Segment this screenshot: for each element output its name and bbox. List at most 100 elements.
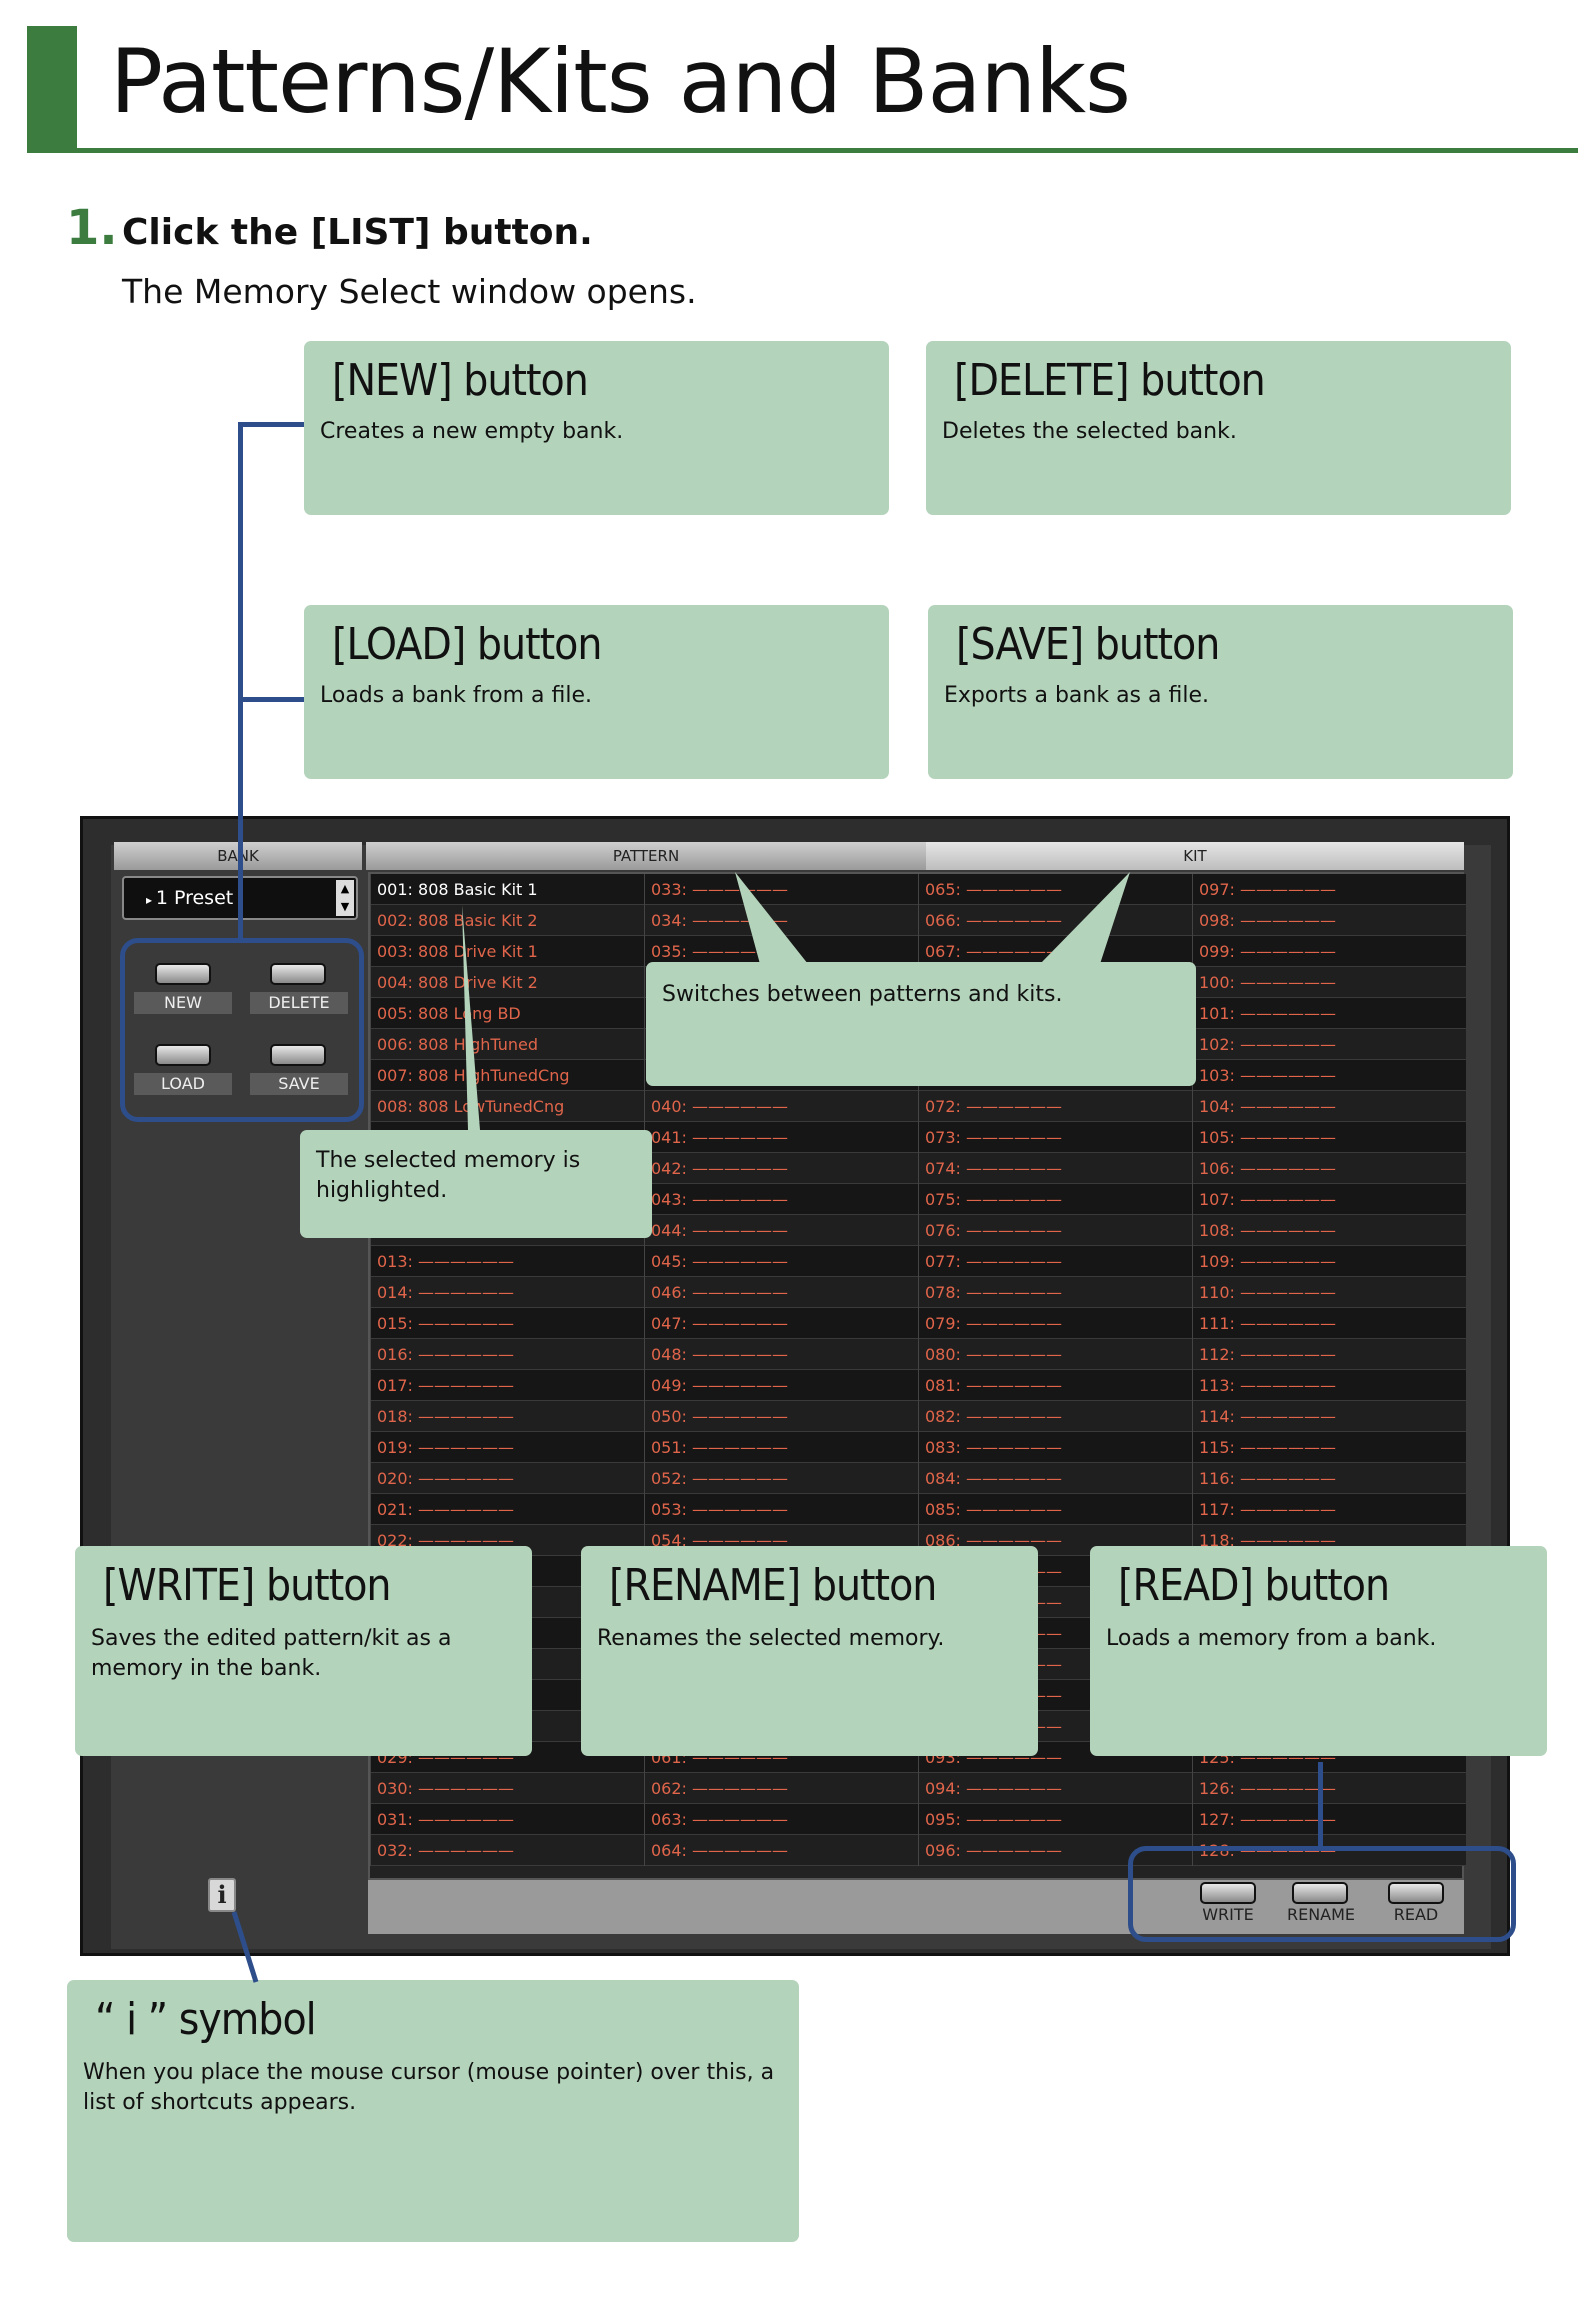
- bank-spinner[interactable]: ▲▼: [336, 880, 354, 916]
- memory-cell[interactable]: 035: ——————: [644, 936, 918, 967]
- memory-cell[interactable]: 045: ——————: [644, 1246, 918, 1277]
- memory-cell[interactable]: 082: ——————: [918, 1401, 1192, 1432]
- memory-cell[interactable]: 033: ——————: [644, 874, 918, 905]
- pattern-tab[interactable]: PATTERN: [366, 842, 926, 870]
- memory-cell[interactable]: 032: ——————: [370, 1835, 644, 1866]
- connector-line: [238, 697, 304, 702]
- memory-cell[interactable]: 111: ——————: [1192, 1308, 1466, 1339]
- memory-cell[interactable]: 080: ——————: [918, 1339, 1192, 1370]
- memory-cell[interactable]: 098: ——————: [1192, 905, 1466, 936]
- memory-cell[interactable]: 117: ——————: [1192, 1494, 1466, 1525]
- memory-cell[interactable]: 085: ——————: [918, 1494, 1192, 1525]
- memory-cell[interactable]: 052: ——————: [644, 1463, 918, 1494]
- memory-cell[interactable]: 017: ——————: [370, 1370, 644, 1401]
- memory-cell[interactable]: 020: ——————: [370, 1463, 644, 1494]
- memory-cell[interactable]: 114: ——————: [1192, 1401, 1466, 1432]
- memory-cell[interactable]: 030: ——————: [370, 1773, 644, 1804]
- callout-load: [LOAD] button Loads a bank from a file.: [304, 605, 889, 779]
- memory-cell[interactable]: 109: ——————: [1192, 1246, 1466, 1277]
- memory-cell[interactable]: 116: ——————: [1192, 1463, 1466, 1494]
- memory-cell[interactable]: 077: ——————: [918, 1246, 1192, 1277]
- memory-cell[interactable]: 013: ——————: [370, 1246, 644, 1277]
- memory-cell[interactable]: 048: ——————: [644, 1339, 918, 1370]
- memory-cell[interactable]: 094: ——————: [918, 1773, 1192, 1804]
- memory-cell[interactable]: 006: 808 HighTuned: [370, 1029, 644, 1060]
- memory-cell[interactable]: 097: ——————: [1192, 874, 1466, 905]
- memory-cell[interactable]: 046: ——————: [644, 1277, 918, 1308]
- memory-cell[interactable]: 086: ——————: [918, 1525, 1192, 1556]
- memory-cell[interactable]: 001: 808 Basic Kit 1: [370, 874, 644, 905]
- memory-cell[interactable]: 096: ——————: [918, 1835, 1192, 1866]
- memory-cell[interactable]: 105: ——————: [1192, 1122, 1466, 1153]
- memory-cell[interactable]: 078: ——————: [918, 1277, 1192, 1308]
- memory-cell[interactable]: 108: ——————: [1192, 1215, 1466, 1246]
- memory-cell[interactable]: 074: ——————: [918, 1153, 1192, 1184]
- memory-cell[interactable]: 107: ——————: [1192, 1184, 1466, 1215]
- memory-cell[interactable]: 083: ——————: [918, 1432, 1192, 1463]
- memory-cell[interactable]: 075: ——————: [918, 1184, 1192, 1215]
- info-icon[interactable]: i: [208, 1878, 236, 1912]
- write-button[interactable]: [1200, 1882, 1256, 1904]
- memory-cell[interactable]: 063: ——————: [644, 1804, 918, 1835]
- title-accent-bar: [27, 26, 77, 152]
- memory-cell[interactable]: 016: ——————: [370, 1339, 644, 1370]
- callout-desc: Renames the selected memory.: [597, 1626, 945, 1651]
- delete-button[interactable]: [270, 963, 326, 985]
- callout-title: [RENAME] button: [609, 1560, 937, 1611]
- memory-cell[interactable]: 118: ——————: [1192, 1525, 1466, 1556]
- memory-cell[interactable]: 005: 808 Long BD: [370, 998, 644, 1029]
- memory-cell[interactable]: 099: ——————: [1192, 936, 1466, 967]
- kit-tab[interactable]: KIT: [926, 842, 1464, 870]
- memory-cell[interactable]: 062: ——————: [644, 1773, 918, 1804]
- memory-cell[interactable]: 084: ——————: [918, 1463, 1192, 1494]
- callout-desc: Exports a bank as a file.: [944, 683, 1209, 708]
- callout-desc: Creates a new empty bank.: [320, 419, 624, 444]
- memory-cell[interactable]: 003: 808 Drive Kit 1: [370, 936, 644, 967]
- memory-cell[interactable]: 053: ——————: [644, 1494, 918, 1525]
- save-button[interactable]: [270, 1044, 326, 1066]
- rename-button[interactable]: [1292, 1882, 1348, 1904]
- memory-row: 014: ——————046: ——————078: ——————110: ——…: [370, 1277, 1466, 1308]
- memory-cell[interactable]: 110: ——————: [1192, 1277, 1466, 1308]
- memory-cell[interactable]: 019: ——————: [370, 1432, 644, 1463]
- memory-cell[interactable]: 065: ——————: [918, 874, 1192, 905]
- load-button[interactable]: [155, 1044, 211, 1066]
- memory-cell[interactable]: 018: ——————: [370, 1401, 644, 1432]
- memory-cell[interactable]: 095: ——————: [918, 1804, 1192, 1835]
- memory-cell[interactable]: 031: ——————: [370, 1804, 644, 1835]
- memory-cell[interactable]: 050: ——————: [644, 1401, 918, 1432]
- memory-cell[interactable]: 015: ——————: [370, 1308, 644, 1339]
- memory-cell[interactable]: 054: ——————: [644, 1525, 918, 1556]
- memory-cell[interactable]: 112: ——————: [1192, 1339, 1466, 1370]
- memory-cell[interactable]: 106: ——————: [1192, 1153, 1466, 1184]
- memory-cell[interactable]: 002: 808 Basic Kit 2: [370, 905, 644, 936]
- callout-title: [WRITE] button: [103, 1560, 392, 1611]
- memory-cell[interactable]: 049: ——————: [644, 1370, 918, 1401]
- memory-cell[interactable]: 081: ——————: [918, 1370, 1192, 1401]
- new-button[interactable]: [155, 963, 211, 985]
- memory-cell[interactable]: 079: ——————: [918, 1308, 1192, 1339]
- bottom-bar: [368, 1880, 1464, 1934]
- memory-cell[interactable]: 127: ——————: [1192, 1804, 1466, 1835]
- read-button[interactable]: [1388, 1882, 1444, 1904]
- memory-cell[interactable]: 064: ——————: [644, 1835, 918, 1866]
- memory-cell[interactable]: 022: ——————: [370, 1525, 644, 1556]
- memory-cell[interactable]: 067: ——————: [918, 936, 1192, 967]
- memory-cell[interactable]: 047: ——————: [644, 1308, 918, 1339]
- memory-cell[interactable]: 104: ——————: [1192, 1091, 1466, 1122]
- memory-cell[interactable]: 076: ——————: [918, 1215, 1192, 1246]
- callout-rename: [RENAME] button Renames the selected mem…: [581, 1546, 1038, 1756]
- selected-pointer: [462, 905, 480, 1130]
- memory-cell[interactable]: 115: ——————: [1192, 1432, 1466, 1463]
- memory-cell[interactable]: 021: ——————: [370, 1494, 644, 1525]
- memory-cell[interactable]: 051: ——————: [644, 1432, 918, 1463]
- memory-cell[interactable]: 066: ——————: [918, 905, 1192, 936]
- memory-cell[interactable]: 072: ——————: [918, 1091, 1192, 1122]
- memory-cell[interactable]: 113: ——————: [1192, 1370, 1466, 1401]
- memory-cell[interactable]: 126: ——————: [1192, 1773, 1466, 1804]
- memory-cell[interactable]: 014: ——————: [370, 1277, 644, 1308]
- memory-cell[interactable]: 073: ——————: [918, 1122, 1192, 1153]
- memory-cell[interactable]: 004: 808 Drive Kit 2: [370, 967, 644, 998]
- memory-cell[interactable]: 040: ——————: [644, 1091, 918, 1122]
